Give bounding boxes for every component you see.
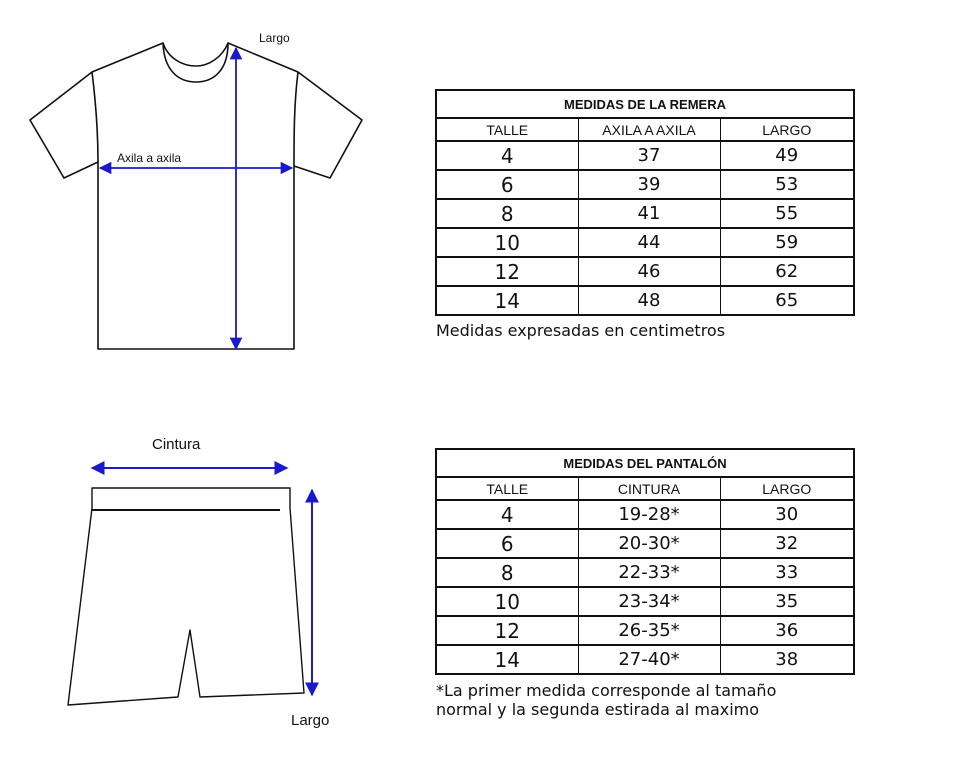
pants-table-title: MEDIDAS DEL PANTALÓN <box>435 448 855 478</box>
shirt-table-header: TALLE AXILA A AXILA LARGO <box>435 117 855 142</box>
largo-cell: 62 <box>719 256 855 287</box>
talle-cell: 8 <box>435 198 579 229</box>
largo-cell: 36 <box>719 615 855 646</box>
shorts-cintura-label: Cintura <box>152 436 201 453</box>
talle-cell: 10 <box>435 586 579 617</box>
cintura-cell: 26-35* <box>577 615 721 646</box>
shirt-size-table: MEDIDAS DE LA REMERA TALLE AXILA A AXILA… <box>435 89 856 316</box>
axila-cell: 48 <box>577 285 721 316</box>
tshirt-axila-label: Axila a axila <box>117 151 182 165</box>
tshirt-drawing <box>29 42 363 350</box>
talle-cell: 12 <box>435 256 579 287</box>
pants-note: *La primer medida corresponde al tamaño … <box>436 681 776 719</box>
shorts-drawing <box>67 487 305 706</box>
talle-cell: 10 <box>435 227 579 258</box>
tshirt-largo-label: Largo <box>259 31 290 45</box>
column-header: CINTURA <box>577 476 721 501</box>
column-header: LARGO <box>719 117 855 142</box>
column-header: AXILA A AXILA <box>577 117 721 142</box>
talle-cell: 12 <box>435 615 579 646</box>
largo-cell: 38 <box>719 644 855 675</box>
cintura-cell: 27-40* <box>577 644 721 675</box>
talle-cell: 14 <box>435 285 579 316</box>
talle-cell: 8 <box>435 557 579 588</box>
shorts-measure-arrows <box>90 461 319 697</box>
largo-cell: 32 <box>719 528 855 559</box>
talle-cell: 6 <box>435 169 579 200</box>
axila-cell: 39 <box>577 169 721 200</box>
talle-cell: 4 <box>435 140 579 171</box>
cintura-cell: 19-28* <box>577 499 721 530</box>
cintura-cell: 22-33* <box>577 557 721 588</box>
pants-note-line2: normal y la segunda estirada al maximo <box>436 700 760 719</box>
largo-cell: 65 <box>719 285 855 316</box>
largo-cell: 33 <box>719 557 855 588</box>
largo-cell: 59 <box>719 227 855 258</box>
axila-cell: 37 <box>577 140 721 171</box>
largo-cell: 49 <box>719 140 855 171</box>
largo-cell: 53 <box>719 169 855 200</box>
axila-cell: 46 <box>577 256 721 287</box>
axila-cell: 41 <box>577 198 721 229</box>
axila-cell: 44 <box>577 227 721 258</box>
largo-cell: 55 <box>719 198 855 229</box>
pants-note-line1: *La primer medida corresponde al tamaño <box>436 681 777 700</box>
cintura-cell: 23-34* <box>577 586 721 617</box>
cintura-cell: 20-30* <box>577 528 721 559</box>
talle-cell: 6 <box>435 528 579 559</box>
column-header: TALLE <box>435 476 579 501</box>
shorts-largo-label: Largo <box>291 712 330 729</box>
largo-cell: 35 <box>719 586 855 617</box>
column-header: TALLE <box>435 117 579 142</box>
column-header: LARGO <box>719 476 855 501</box>
largo-cell: 30 <box>719 499 855 530</box>
shirt-units-note: Medidas expresadas en centimetros <box>436 321 726 340</box>
pants-table-header: TALLE CINTURA LARGO <box>435 476 855 501</box>
pants-size-table: MEDIDAS DEL PANTALÓN TALLE CINTURA LARGO… <box>435 448 855 675</box>
tshirt-measure-arrows <box>98 46 294 351</box>
shirt-table-title: MEDIDAS DE LA REMERA <box>435 89 855 119</box>
talle-cell: 4 <box>435 499 579 530</box>
talle-cell: 14 <box>435 644 579 675</box>
